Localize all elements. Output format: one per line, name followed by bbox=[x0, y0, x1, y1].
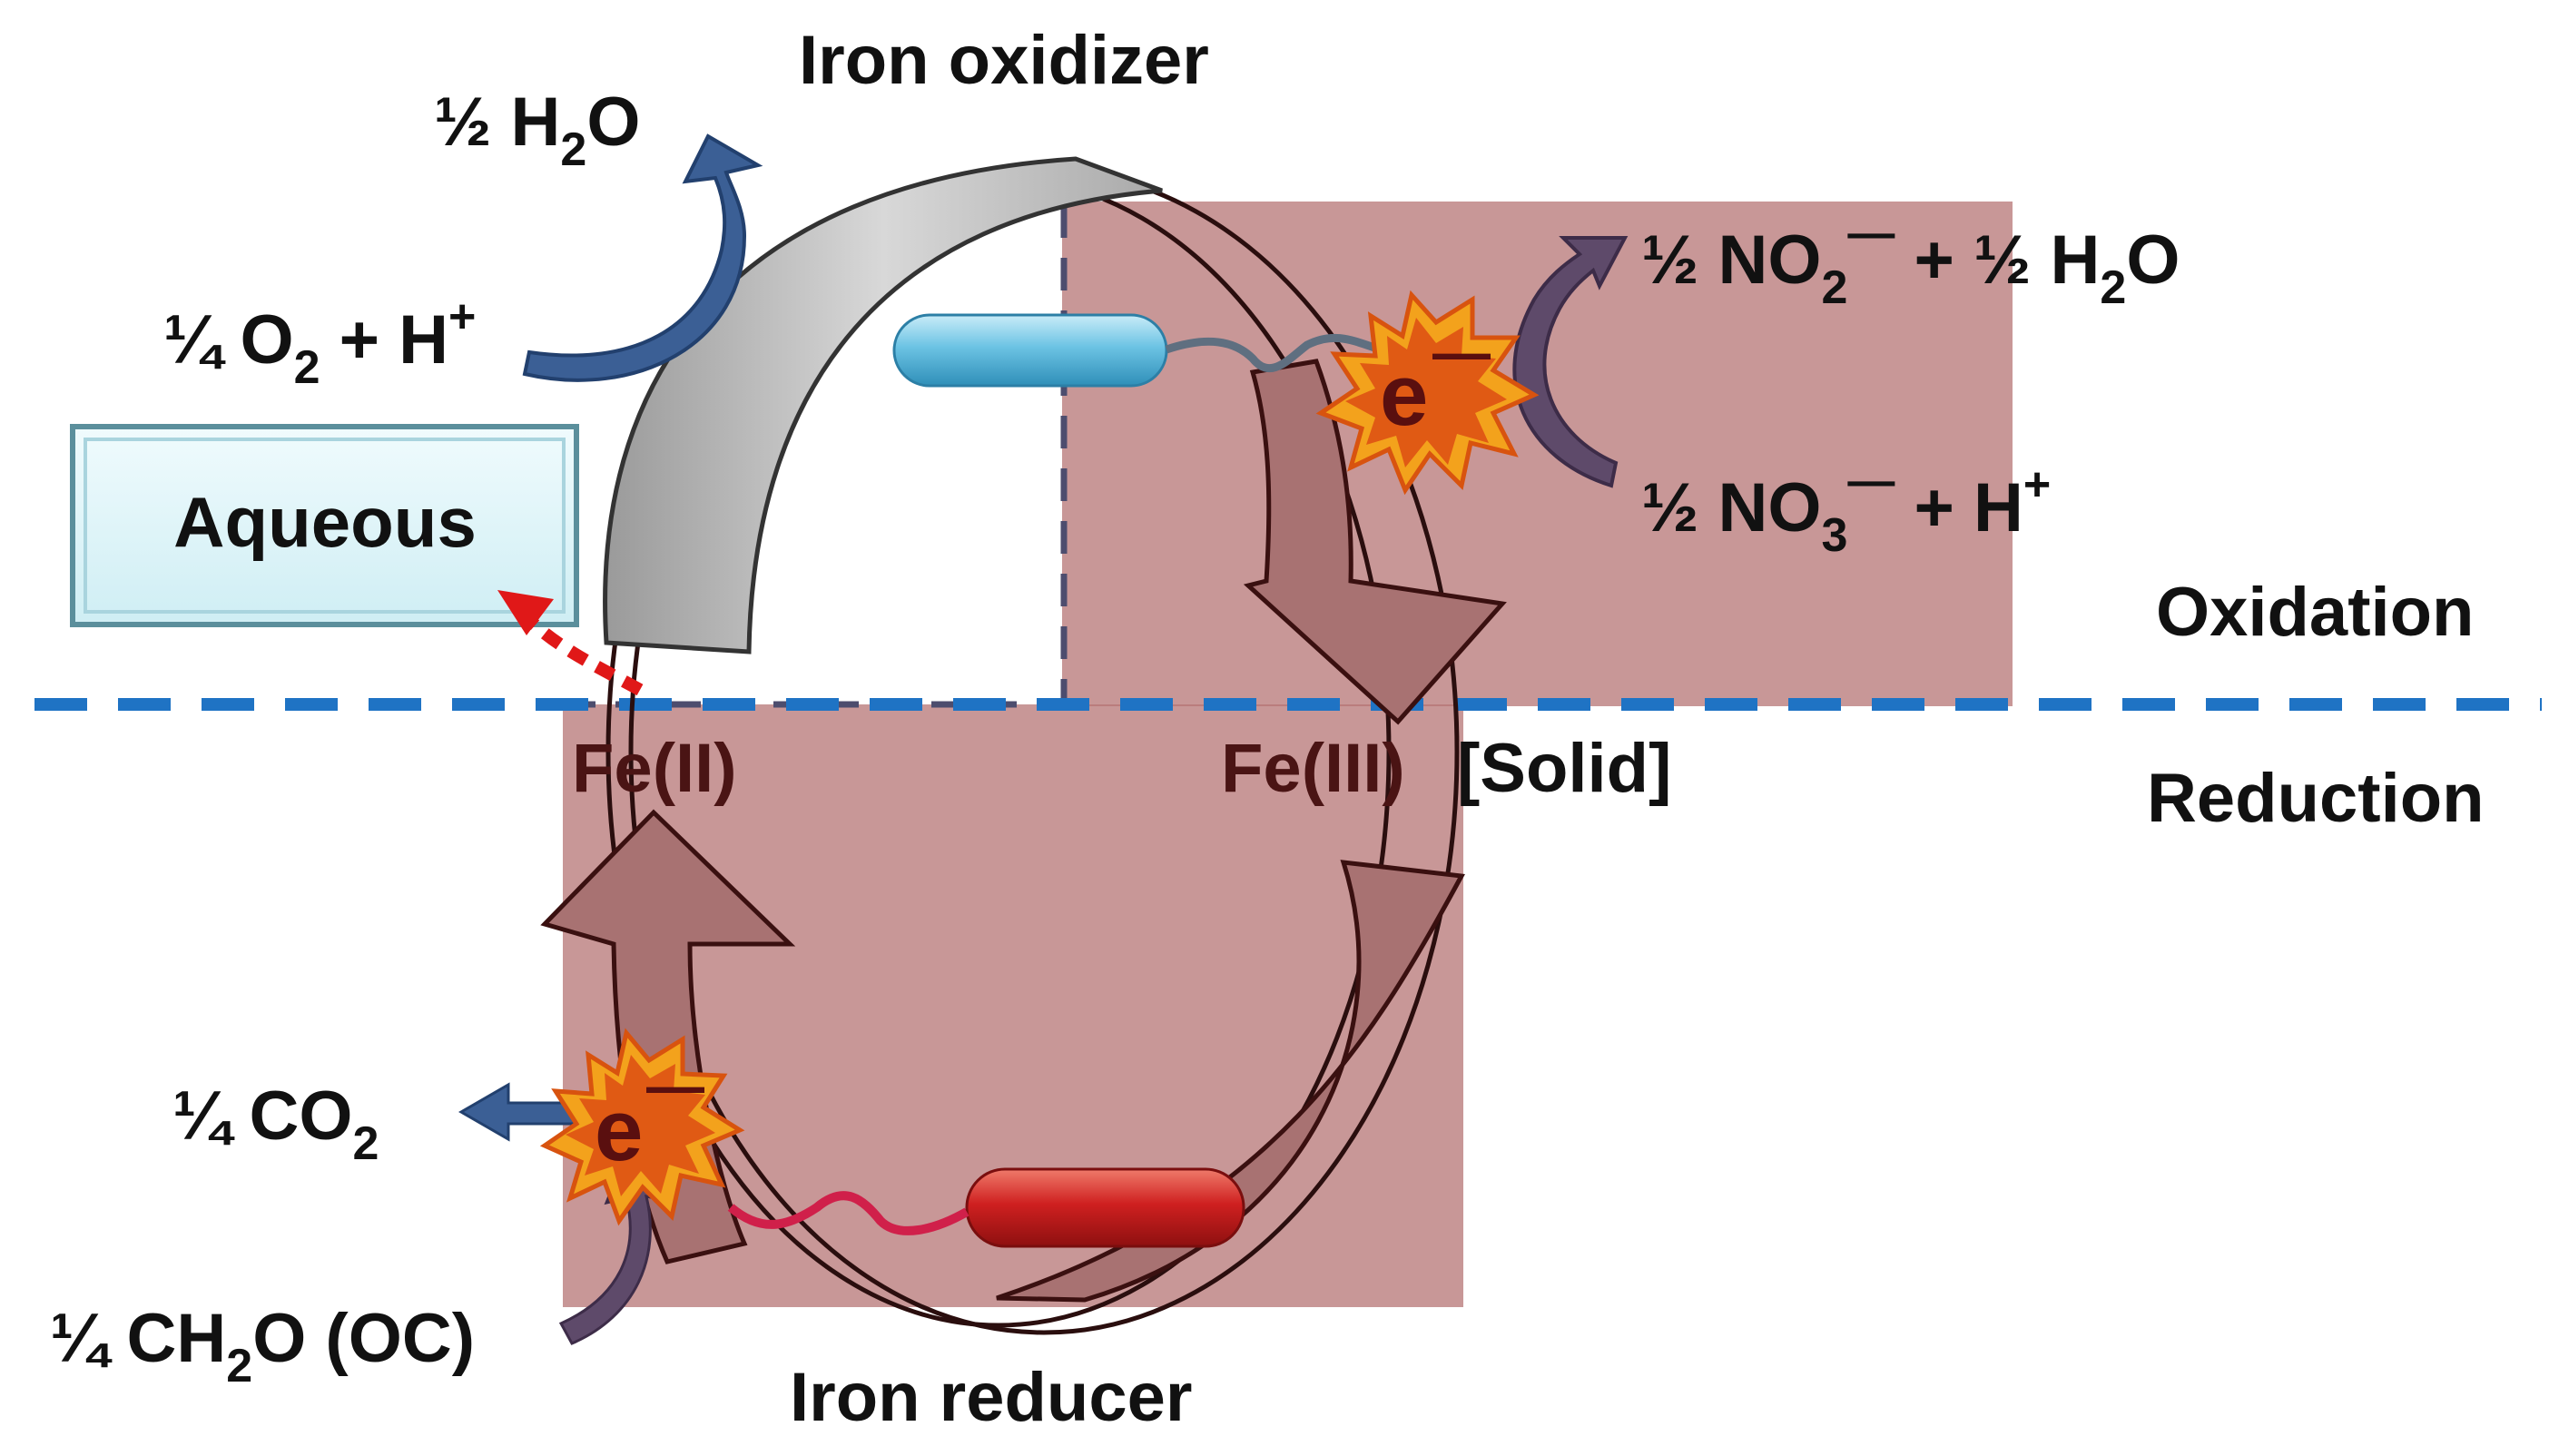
oxidizer-electron-burst: e — bbox=[1315, 290, 1540, 496]
oxidizer-grey-band bbox=[603, 156, 1163, 654]
oxidizer-electron-symbol: e bbox=[1380, 347, 1428, 444]
co2-arrow bbox=[458, 1082, 583, 1142]
nitrate-species: ½ NO3— + H+ bbox=[1641, 455, 2051, 562]
reducer-electron-burst: e — bbox=[539, 1028, 745, 1226]
co2-species: ¼ CO2 bbox=[172, 1077, 379, 1170]
fe3-down-arrow bbox=[1243, 359, 1507, 725]
iron-reducer-label: Iron reducer bbox=[790, 1359, 1192, 1436]
oxidation-shaded-region bbox=[1062, 202, 2013, 706]
aqueous-box: Aqueous bbox=[70, 424, 579, 627]
solid-label: [Solid] bbox=[1457, 730, 1671, 807]
fe2-to-aqueous-dotted-arrow bbox=[520, 611, 644, 696]
fe2-to-aqueous-arrowhead bbox=[497, 590, 554, 635]
fe2-label: Fe(II) bbox=[572, 730, 737, 807]
fe3-label: Fe(III) bbox=[1221, 730, 1405, 807]
reducer-electron-symbol: e bbox=[595, 1082, 643, 1179]
iron-oxidizer-label: Iron oxidizer bbox=[799, 22, 1209, 99]
reducer-flagellum bbox=[727, 1191, 969, 1235]
oxygen-to-water-arrow bbox=[522, 133, 763, 382]
reducer-electron-charge: — bbox=[646, 1053, 704, 1118]
oxidation-label: Oxidation bbox=[2156, 574, 2474, 651]
nitrate-to-nitrite-arrow bbox=[1512, 236, 1629, 488]
iron-oxidizer-cell bbox=[892, 313, 1168, 388]
water-top-species: ½ H2O bbox=[434, 84, 640, 176]
nitrite-species: ½ NO2— + ½ H2O bbox=[1641, 207, 2180, 314]
oxidizer-electron-charge: — bbox=[1432, 320, 1491, 385]
aqueous-label: Aqueous bbox=[173, 482, 477, 562]
oxidizer-flagellum bbox=[1165, 333, 1382, 373]
reduction-label: Reduction bbox=[2147, 760, 2485, 837]
iron-reducer-cell bbox=[965, 1167, 1245, 1248]
fe2-up-arrow bbox=[540, 809, 796, 1264]
oxygen-species: ¼ O2 + H+ bbox=[163, 290, 476, 394]
ch2o-species: ¼ CH2O (OC) bbox=[50, 1300, 475, 1392]
